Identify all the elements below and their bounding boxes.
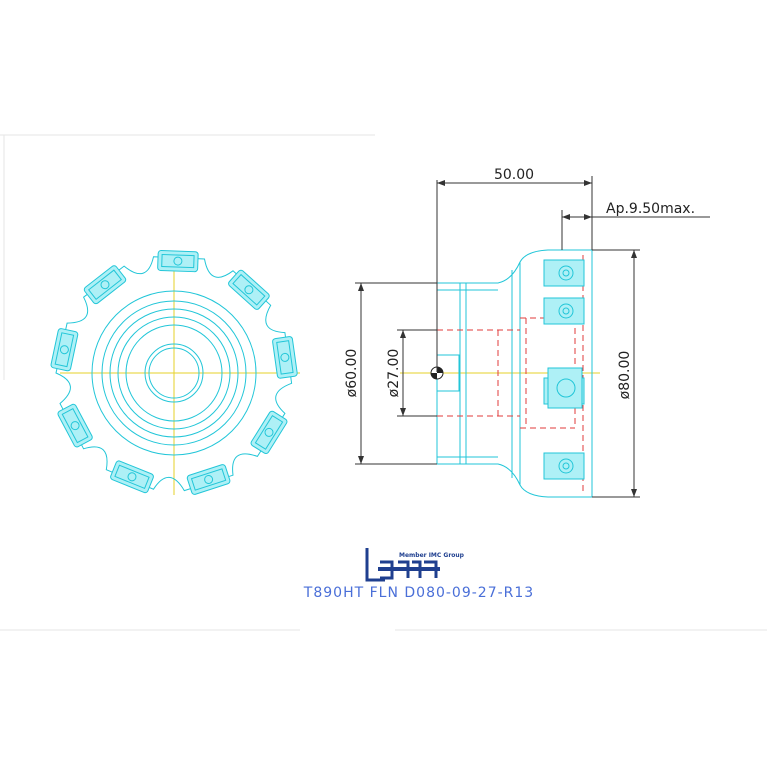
scalloped-body-outline — [55, 256, 293, 492]
insert — [50, 328, 79, 372]
body-circle-3 — [109, 308, 239, 438]
body-circle-4 — [117, 316, 231, 430]
side-inserts — [543, 259, 585, 480]
dim-shank-diameter: ø60.00 — [344, 349, 360, 398]
side-insert-center — [547, 367, 583, 409]
insert-pockets — [55, 256, 293, 492]
dimensions: 50.00 Ap.9.50max. ø80.00 ø60.00 ø27.00 — [344, 167, 710, 498]
side-view — [400, 249, 600, 498]
bore-circle-outer — [144, 343, 204, 403]
dim-cutting-diameter: ø80.00 — [617, 351, 633, 400]
dim-bore-diameter: ø27.00 — [386, 349, 402, 398]
front-view — [50, 250, 300, 495]
side-insert — [543, 259, 585, 287]
part-number: T890HT FLN D080-09-27-R13 — [303, 585, 534, 601]
dim-length: 50.00 — [494, 167, 534, 183]
iscar-logo: Member IMC Group — [365, 548, 465, 582]
body-circle-2 — [101, 300, 247, 446]
body-circle-outer — [91, 290, 257, 456]
side-insert — [543, 452, 585, 480]
insert — [57, 403, 93, 448]
insert — [110, 460, 154, 494]
sheet-frame — [0, 134, 767, 631]
insert — [272, 336, 298, 379]
logo-tagline: Member IMC Group — [399, 552, 465, 559]
insert — [157, 250, 199, 273]
side-insert — [543, 297, 585, 325]
body-circle-5 — [125, 324, 223, 422]
insert — [250, 410, 288, 455]
inserts — [50, 250, 298, 495]
insert — [186, 464, 231, 495]
insert — [228, 269, 270, 310]
insert — [83, 265, 127, 305]
dim-ap-max: Ap.9.50max. — [606, 201, 695, 217]
bore-circle-inner — [148, 347, 200, 399]
